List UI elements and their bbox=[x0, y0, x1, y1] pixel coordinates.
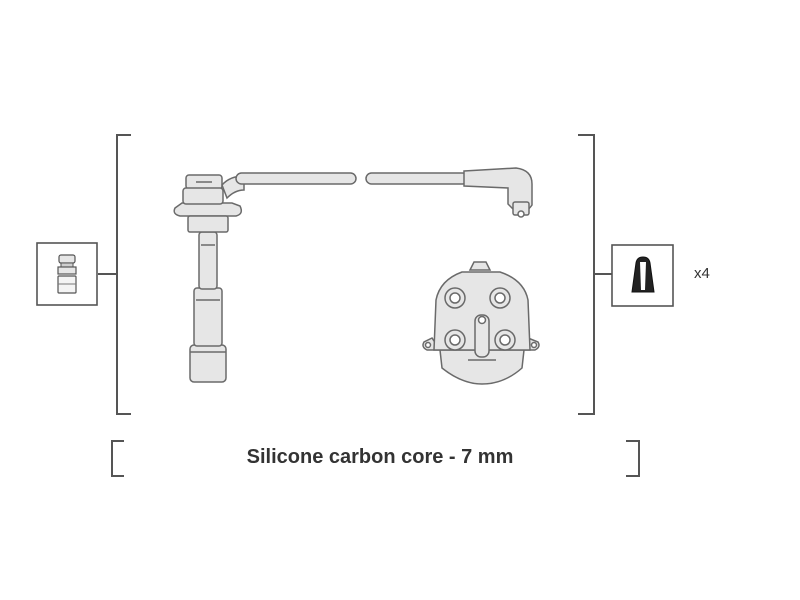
main-bracket-left bbox=[116, 134, 131, 415]
distributor-cap-icon bbox=[422, 261, 540, 385]
spark-plug-end-icon bbox=[36, 242, 98, 306]
quantity-label: x4 bbox=[694, 265, 710, 282]
ignition-lead-icon bbox=[173, 167, 533, 383]
caption-bracket-left bbox=[111, 440, 124, 477]
main-bracket-right bbox=[578, 134, 595, 415]
caption-bracket-right bbox=[626, 440, 640, 477]
cable-spec-caption: Silicone carbon core - 7 mm bbox=[246, 446, 514, 468]
boot-terminal-icon bbox=[611, 244, 674, 307]
